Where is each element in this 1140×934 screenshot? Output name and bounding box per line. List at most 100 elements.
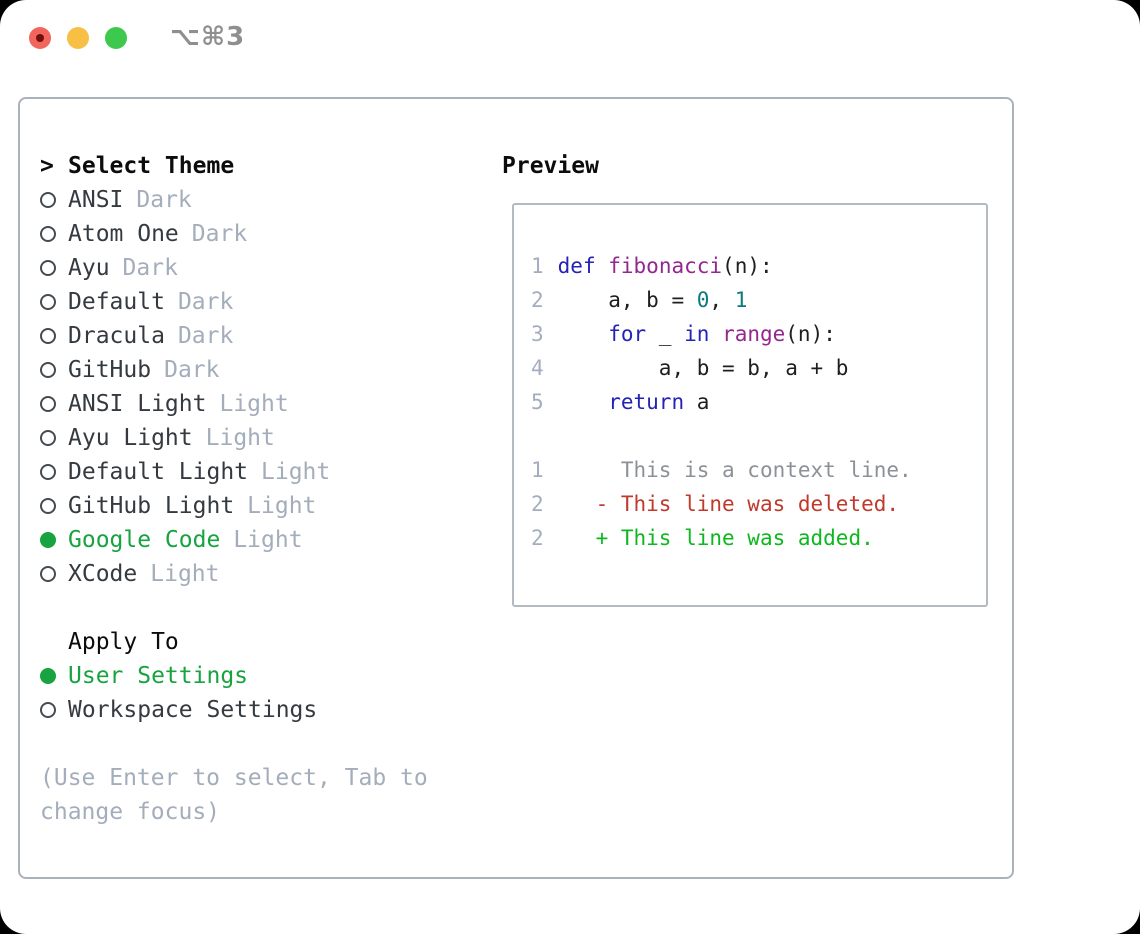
select-theme-header-label: Select Theme (68, 153, 235, 179)
code-token: for (608, 322, 647, 346)
theme-item[interactable]: XCode Light (40, 557, 480, 591)
radio-icon (40, 464, 56, 480)
radio-icon (40, 294, 56, 310)
theme-item[interactable]: Default Light Light (40, 455, 480, 489)
theme-variant: Light (247, 493, 317, 519)
code-token: a, b = (557, 288, 697, 312)
line-number: 2 (531, 526, 544, 550)
line-number: 1 (531, 458, 544, 482)
select-theme-header: > Select Theme (40, 149, 480, 183)
preview-header: Preview (502, 153, 599, 179)
radio-cell (40, 260, 68, 276)
code-line: 4 a, b = b, a + b (531, 351, 986, 385)
theme-variant: Light (261, 459, 331, 485)
radio-selected-icon (40, 668, 56, 684)
radio-icon (40, 702, 56, 718)
apply-option[interactable]: User Settings (40, 659, 480, 693)
radio-cell (40, 430, 68, 446)
theme-name: ANSI Light (68, 391, 207, 417)
code-token: return (608, 390, 685, 414)
theme-variant: Light (150, 561, 220, 587)
radio-cell (40, 532, 68, 548)
theme-name: GitHub (68, 357, 152, 383)
theme-name: Google Code (68, 527, 221, 553)
apply-option[interactable]: Workspace Settings (40, 693, 480, 727)
code-token: range (722, 322, 786, 346)
line-number: 5 (531, 390, 544, 414)
theme-item[interactable]: Dracula Dark (40, 319, 480, 353)
code-token: 1 (734, 288, 748, 312)
radio-cell (40, 702, 68, 718)
close-button[interactable] (29, 27, 51, 49)
theme-name: Atom One (68, 221, 179, 247)
diff-text: + This line was added. (557, 526, 874, 550)
diff-preview: 1 This is a context line.2 - This line w… (531, 453, 986, 555)
radio-selected-icon (40, 532, 56, 548)
radio-cell (40, 464, 68, 480)
radio-icon (40, 192, 56, 208)
diff-text: - This line was deleted. (557, 492, 900, 516)
diff-text: This is a context line. (557, 458, 912, 482)
theme-item[interactable]: GitHub Light Light (40, 489, 480, 523)
apply-to-header: Apply To (40, 625, 480, 659)
minimize-button[interactable] (67, 27, 89, 49)
spacer (40, 591, 480, 625)
code-token: def (557, 254, 596, 278)
theme-variant: Dark (122, 255, 178, 281)
window-title: ⌥⌘3 (170, 22, 246, 52)
radio-cell (40, 226, 68, 242)
radio-icon (40, 362, 56, 378)
code-token: _ (646, 322, 685, 346)
radio-cell (40, 192, 68, 208)
line-number: 2 (531, 492, 544, 516)
radio-cell (40, 498, 68, 514)
code-token: 0 (696, 288, 710, 312)
radio-icon (40, 566, 56, 582)
radio-icon (40, 260, 56, 276)
apply-to-header-label: Apply To (68, 629, 179, 655)
diff-line: 2 - This line was deleted. (531, 487, 986, 521)
diff-line: 2 + This line was added. (531, 521, 986, 555)
code-line: 5 return a (531, 385, 986, 419)
spacer (40, 727, 480, 761)
theme-name: Default Light (68, 459, 249, 485)
line-number: 4 (531, 356, 544, 380)
theme-variant: Dark (136, 187, 192, 213)
code-token: in (684, 322, 710, 346)
radio-cell (40, 396, 68, 412)
apply-option-label: User Settings (68, 663, 249, 689)
code-token (709, 322, 722, 346)
theme-name: GitHub Light (68, 493, 235, 519)
code-token (558, 390, 609, 414)
close-dot-icon (36, 34, 44, 42)
radio-icon (40, 226, 56, 242)
radio-icon (40, 328, 56, 344)
line-number: 2 (531, 288, 544, 312)
theme-variant: Dark (177, 323, 234, 349)
code-token: a (684, 390, 710, 414)
zoom-button[interactable] (105, 27, 127, 49)
code-line: 2 a, b = 0, 1 (531, 283, 986, 317)
code-token (558, 322, 609, 346)
theme-name: Ayu Light (68, 425, 193, 451)
theme-name: Dracula (68, 323, 165, 349)
theme-name: XCode (68, 561, 138, 587)
code-token: (n): (722, 254, 773, 278)
diff-line: 1 This is a context line. (531, 453, 986, 487)
radio-icon (40, 498, 56, 514)
